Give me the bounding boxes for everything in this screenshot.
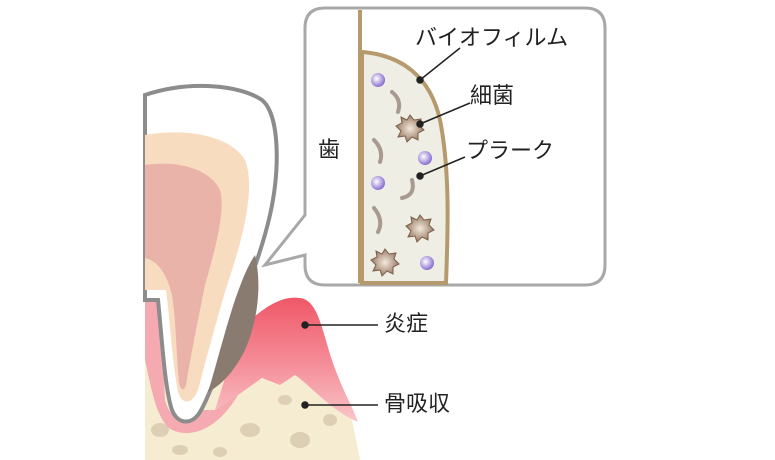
label-bone-resorption: 骨吸収 xyxy=(384,392,451,417)
label-biofilm: バイオフィルム xyxy=(415,26,569,51)
label-bacteria: 細菌 xyxy=(470,84,515,109)
label-inflammation: 炎症 xyxy=(384,312,429,337)
label-tooth: 歯 xyxy=(318,138,341,163)
plaque-matrix xyxy=(372,90,415,234)
gum-lining xyxy=(145,300,238,434)
calculus xyxy=(208,255,259,392)
tooth xyxy=(143,83,279,424)
leader-lines xyxy=(301,47,471,409)
label-plaque: プラーク xyxy=(466,139,555,164)
